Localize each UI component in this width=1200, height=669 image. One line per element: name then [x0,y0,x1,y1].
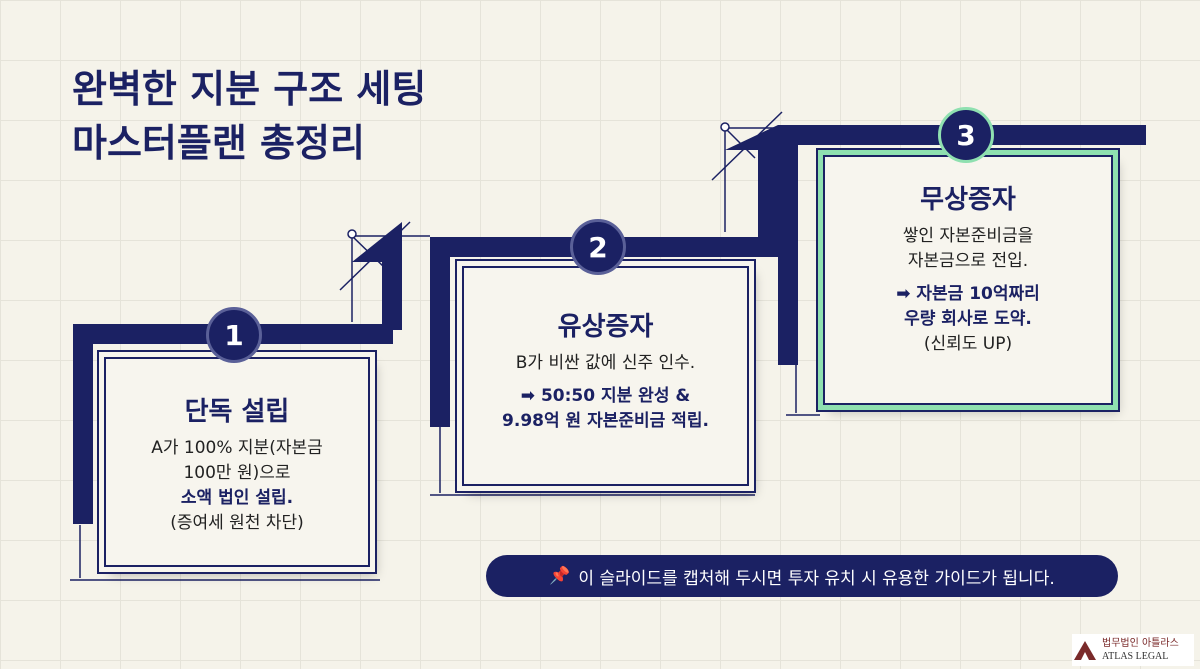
step-3-highlight: ➡ 자본금 10억짜리 [896,284,1040,304]
step-3-number-badge: 3 [938,107,994,163]
step-1-heading: 단독 설립 [184,397,290,427]
step-1-number-badge: 1 [206,307,262,363]
step-1-highlight: 소액 법인 설립. [180,488,294,508]
step-2-highlight: 9.98억 원 자본준비금 적립. [502,411,709,431]
tip-banner: 📌 이 슬라이드를 캡처해 두시면 투자 유치 시 유용한 가이드가 됩니다. [486,555,1118,597]
title-line-2: 마스터플랜 총정리 [72,121,365,165]
step-2-number-badge: 2 [570,219,626,275]
step-2-highlight: ➡ 50:50 지분 완성 & [520,386,691,406]
step-1-note: (증여세 원천 차단) [170,513,304,533]
step-1-card: 단독 설립 A가 100% 지분(자본금 100만 원)으로 소액 법인 설립.… [104,357,370,567]
atlas-legal-logo: 법무법인 아틀라스 ATLAS LEGAL [1072,634,1194,666]
step-3-note: (신뢰도 UP) [923,334,1013,354]
step-3-heading: 무상증자 [920,185,1016,215]
step-2-heading: 유상증자 [557,312,654,342]
atlas-logo-icon [1074,641,1096,660]
logo-english: ATLAS LEGAL [1102,651,1169,662]
step-3-card: 무상증자 쌓인 자본준비금을 자본금으로 전입. ➡ 자본금 10억짜리 우량 … [823,155,1113,405]
step-1-text: A가 100% 지분(자본금 [151,438,323,458]
step-1-bracket-left [73,324,93,524]
logo-korean: 법무법인 아틀라스 [1102,638,1179,649]
step-3-text: 자본금으로 전입. [907,251,1029,271]
pushpin-icon: 📌 [549,566,571,586]
step-2-card: 유상증자 B가 비싼 값에 신주 인수. ➡ 50:50 지분 완성 & 9.9… [462,266,749,486]
page-title: 완벽한 지분 구조 세팅 마스터플랜 총정리 [72,62,426,170]
step-3-bracket-left [778,125,798,365]
step-1-text: 100만 원)으로 [183,463,291,483]
step-3-highlight: 우량 회사로 도약. [904,309,1032,329]
tip-text: 이 슬라이드를 캡처해 두시면 투자 유치 시 유용한 가이드가 됩니다. [578,568,1055,589]
step-2-bracket-left [430,237,450,427]
step-2-text: B가 비싼 값에 신주 인수. [515,353,696,373]
title-line-1: 완벽한 지분 구조 세팅 [72,67,427,111]
step-3-text: 쌓인 자본준비금을 [902,226,1034,246]
